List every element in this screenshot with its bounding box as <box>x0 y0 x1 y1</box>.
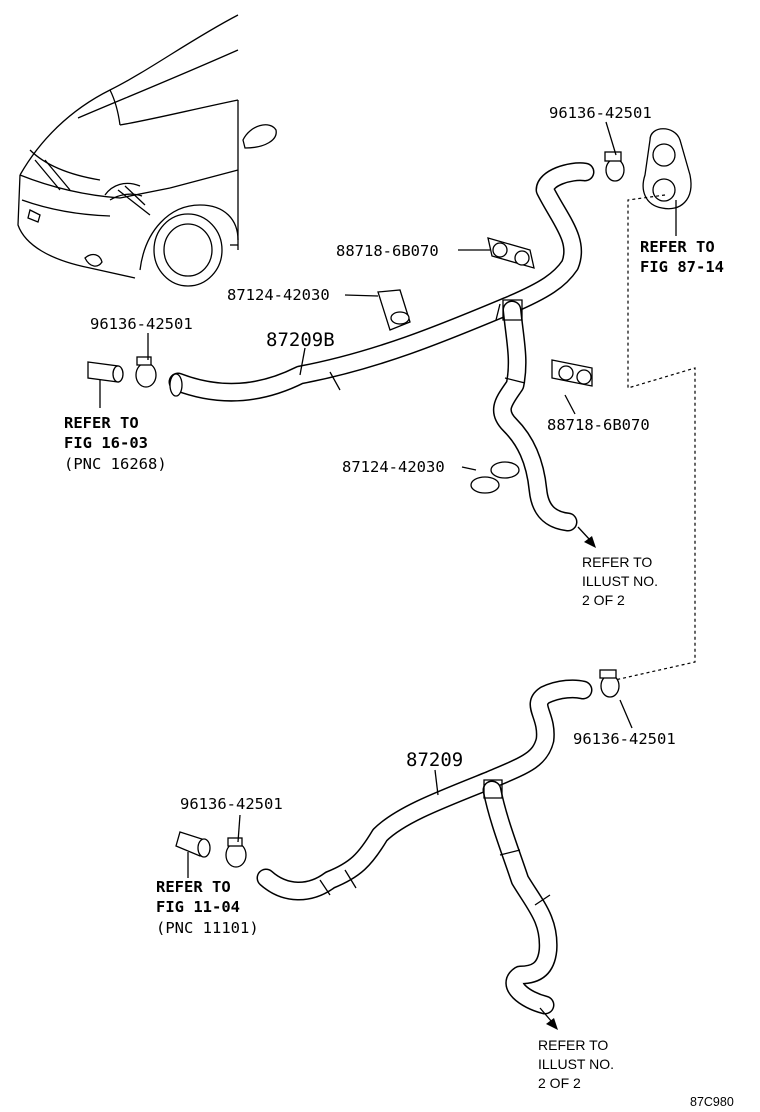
ref-fig-16-03-line2: FIG 16-03 <box>64 434 148 452</box>
ref-fig-11-04-line2: FIG 11-04 <box>156 898 240 916</box>
pipe-end-icon <box>175 831 211 878</box>
ref-illust-upper-line2: ILLUST NO. <box>582 573 658 589</box>
ref-illust-lower-line3: 2 OF 2 <box>538 1075 581 1091</box>
diagram-code: 87C980 <box>690 1095 734 1109</box>
label-clip-upper: 87124-42030 <box>227 286 330 304</box>
label-clip-lower: 87124-42030 <box>342 458 445 476</box>
ref-fig-16-03-line1: REFER TO <box>64 414 139 432</box>
hose-clamp-icon <box>604 151 625 182</box>
pipe-end-icon <box>87 361 124 408</box>
label-bracket-upper: 88718-6B070 <box>336 242 439 260</box>
label-bracket-lower: 88718-6B070 <box>547 416 650 434</box>
hose-lower-assembly <box>256 679 593 1015</box>
hose-bracket-icon <box>487 237 535 269</box>
ref-illust-upper-line1: REFER TO <box>582 554 652 570</box>
ref-fig-11-04-line1: REFER TO <box>156 878 231 896</box>
ref-fig-11-04-line3: (PNC 11101) <box>156 919 259 937</box>
dashed-connector <box>614 194 696 681</box>
ref-illust-lower-line1: REFER TO <box>538 1037 608 1053</box>
leader-lines <box>147 121 677 843</box>
label-hose-lower: 87209 <box>406 749 463 771</box>
label-clamp-top-right: 96136-42501 <box>549 104 652 122</box>
hose-clamp-icon <box>135 356 157 388</box>
ref-illust-lower-line2: ILLUST NO. <box>538 1056 614 1072</box>
hose-clip-icon <box>377 289 411 331</box>
ref-fig-16-03-line3: (PNC 16268) <box>64 455 167 473</box>
arrow-icon <box>539 1007 558 1030</box>
hose-clip-icon <box>470 461 520 494</box>
car-icon <box>17 14 277 287</box>
hose-bracket-icon <box>551 359 593 387</box>
arrow-icon <box>577 526 596 548</box>
hose-upper-assembly <box>168 162 595 532</box>
label-clamp-lower-left: 96136-42501 <box>180 795 283 813</box>
hose-clamp-icon <box>225 837 247 868</box>
hose-clamp-icon <box>599 669 620 698</box>
ref-fig-87-14-line2: FIG 87-14 <box>640 258 724 276</box>
label-clamp-upper-left: 96136-42501 <box>90 315 193 333</box>
label-clamp-mid-right: 96136-42501 <box>573 730 676 748</box>
heater-valve-icon <box>642 128 692 210</box>
ref-fig-87-14-line1: REFER TO <box>640 238 715 256</box>
label-hose-upper: 87209B <box>266 329 335 351</box>
ref-illust-upper-line3: 2 OF 2 <box>582 592 625 608</box>
